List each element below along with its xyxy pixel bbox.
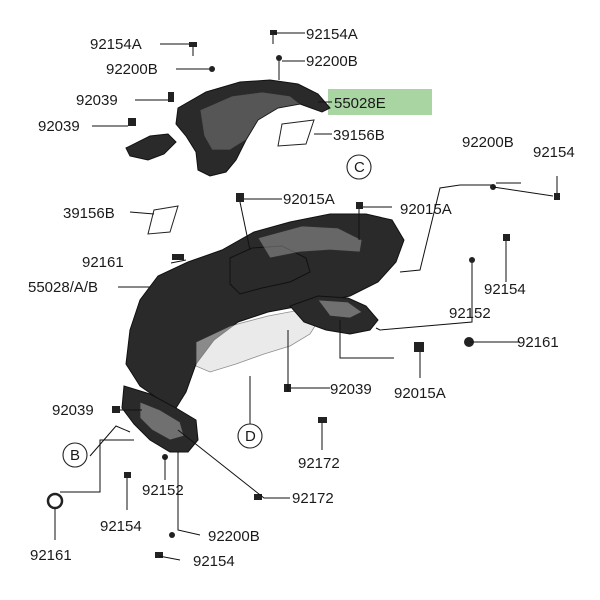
bolt-icon [155, 552, 163, 558]
nut-icon [236, 193, 244, 202]
label-92039-b: 92039 [38, 118, 80, 135]
washer-icon [469, 257, 475, 263]
label-92154-bottom2: 92154 [193, 553, 235, 570]
ref-circle-b [62, 442, 88, 468]
bolt-icon [503, 234, 510, 241]
label-92015A-a: 92015A [283, 191, 335, 208]
highlight-55028E [328, 89, 432, 115]
screw-icon [254, 494, 262, 500]
label-92152-right: 92152 [449, 305, 491, 322]
label-55028AB: 55028/A/B [28, 279, 98, 296]
label-92039-d: 92039 [52, 402, 94, 419]
label-92200B-top: 92200B [306, 53, 358, 70]
nut-icon [414, 342, 424, 352]
screw-icon [318, 417, 327, 423]
main-cowl-part [125, 213, 405, 409]
grommet-icon [172, 254, 184, 260]
pad-icon [147, 205, 179, 235]
label-92200B-left: 92200B [106, 61, 158, 78]
label-92161-left: 92161 [82, 254, 124, 271]
clip-icon [168, 92, 174, 102]
label-92154-mid: 92154 [484, 281, 526, 298]
label-39156B-left: 39156B [63, 205, 115, 222]
label-92154A-top: 92154A [306, 26, 358, 43]
label-B: B [70, 447, 80, 464]
washer-icon [169, 532, 175, 538]
ref-circle-d [237, 423, 263, 449]
leader-lines [54, 32, 554, 561]
bolt-icon [554, 193, 560, 200]
part-labels: 92154A 92154A 92200B 92200B 92039 55028E… [28, 26, 575, 570]
label-92200B-right: 92200B [462, 134, 514, 151]
label-92154A-left: 92154A [90, 36, 142, 53]
right-side-panel-part [289, 295, 379, 335]
label-39156B-right: 39156B [333, 127, 385, 144]
label-92154-bottom: 92154 [100, 518, 142, 535]
label-92039-a: 92039 [76, 92, 118, 109]
grommet-icon [464, 337, 474, 347]
label-92200B-bottom: 92200B [208, 528, 260, 545]
label-D: D [245, 428, 256, 445]
nut-icon [356, 202, 363, 209]
label-92154-right: 92154 [533, 144, 575, 161]
clip-icon [128, 118, 136, 126]
clip-icon [112, 406, 120, 413]
label-92152-bottom: 92152 [142, 482, 184, 499]
lower-bracket-part [121, 385, 199, 453]
washer-icon [209, 66, 215, 72]
label-55028E: 55028E [334, 95, 386, 112]
bolt-icon [124, 472, 131, 478]
label-92161-bottom: 92161 [30, 547, 72, 564]
label-92015A-b: 92015A [400, 201, 452, 218]
label-92172-a: 92172 [298, 455, 340, 472]
label-92172-b: 92172 [292, 490, 334, 507]
bolt-icon [189, 42, 197, 47]
label-92161-right: 92161 [517, 334, 559, 351]
left-bracket-part [125, 133, 177, 161]
label-92015A-c: 92015A [394, 385, 446, 402]
ref-circle-c [346, 154, 372, 180]
washer-icon [276, 55, 282, 61]
upper-cover-part [175, 79, 331, 177]
grommet-icon [46, 492, 64, 510]
label-92039-c: 92039 [330, 381, 372, 398]
label-C: C [354, 159, 365, 176]
pad-icon [277, 119, 315, 147]
